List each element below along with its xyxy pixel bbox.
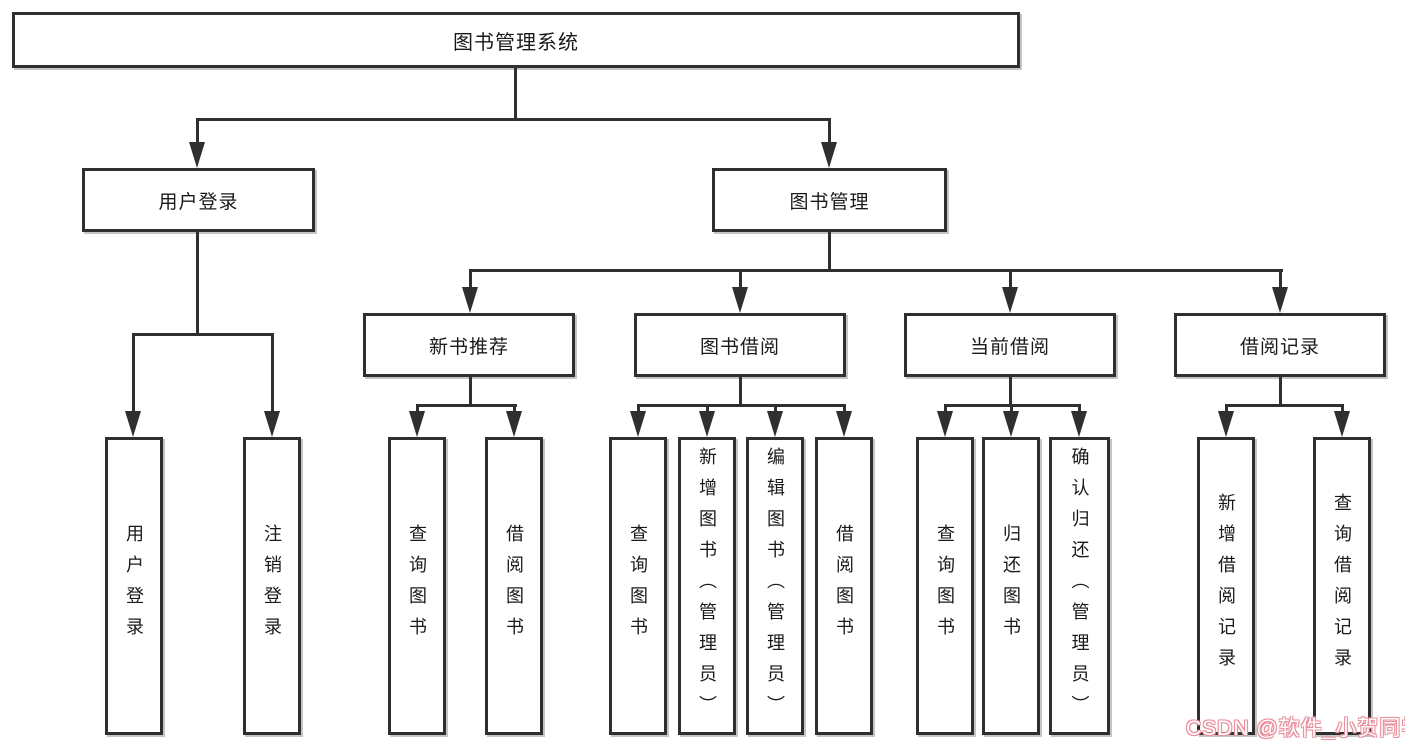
leaf-borrow-books-recommend: 借阅图书 [485,437,543,735]
arrow-down-icon [1003,411,1019,437]
connector-current-drop-2 [1010,404,1013,414]
node-borrowing-records: 借阅记录 [1174,313,1386,377]
connector-bookmgmt-drop-1 [469,269,472,291]
connector-newbook-bus [416,404,517,407]
arrow-down-icon [836,411,852,437]
leaf-query-borrow-record-label: 查询借阅记录 [1332,493,1352,679]
leaf-query-books-current: 查询图书 [916,437,974,735]
leaf-edit-books-admin: 编辑图书（管理员） [746,437,804,735]
connector-bookmgmt-stem [828,232,831,272]
leaf-logout-label: 注销登录 [262,524,282,648]
arrow-down-icon [462,287,478,313]
connector-root-drop-left [196,118,199,146]
connector-borrowing-drop-1 [637,404,640,414]
connector-records-bus [1225,404,1344,407]
connector-bookmgmt-drop-3 [1009,269,1012,291]
node-user-login: 用户登录 [82,168,315,232]
connector-userlogin-bus [132,333,274,336]
leaf-borrow-books-recommend-label: 借阅图书 [504,524,524,648]
leaf-add-borrow-record: 新增借阅记录 [1197,437,1255,735]
connector-bookmgmt-drop-4 [1279,269,1282,291]
connector-bookmgmt-drop-2 [739,269,742,291]
connector-records-drop-2 [1341,404,1344,414]
connector-records-drop-1 [1225,404,1228,414]
leaf-return-books-label: 归还图书 [1001,524,1021,648]
connector-userlogin-stem [196,232,199,336]
arrow-down-icon [409,411,425,437]
connector-root-bus [196,118,831,121]
node-new-book-recommend-label: 新书推荐 [428,336,509,358]
arrow-down-icon [264,411,280,437]
leaf-query-borrow-record: 查询借阅记录 [1313,437,1371,735]
connector-root-drop-right [828,118,831,146]
arrow-down-icon [699,411,715,437]
leaf-borrow-books-label: 借阅图书 [834,524,854,648]
node-user-login-label: 用户登录 [158,191,239,213]
connector-userlogin-drop-1 [132,333,135,413]
leaf-add-borrow-record-label: 新增借阅记录 [1216,493,1236,679]
leaf-edit-books-admin-label: 编辑图书（管理员） [765,446,785,726]
connector-borrowing-stem [739,377,742,407]
connector-borrowing-drop-4 [843,404,846,414]
arrow-down-icon [1272,287,1288,313]
connector-newbook-drop-2 [513,404,516,414]
leaf-user-login-label: 用户登录 [124,524,144,648]
arrow-down-icon [937,411,953,437]
node-book-management-label: 图书管理 [789,191,870,213]
arrow-down-icon [125,411,141,437]
arrow-down-icon [767,411,783,437]
arrow-down-icon [1218,411,1234,437]
connector-userlogin-drop-2 [271,333,274,413]
connector-current-stem [1009,377,1012,407]
leaf-add-books-admin: 新增图书（管理员） [678,437,736,735]
node-current-borrowing: 当前借阅 [904,313,1116,377]
connector-current-drop-3 [1078,404,1081,414]
leaf-query-books-recommend: 查询图书 [388,437,446,735]
node-root-label: 图书管理系统 [453,31,579,54]
node-borrowing-records-label: 借阅记录 [1239,336,1320,358]
leaf-return-books: 归还图书 [982,437,1040,735]
leaf-confirm-return-admin-label: 确认归还（管理员） [1069,446,1090,726]
arrow-down-icon [630,411,646,437]
arrow-down-icon [189,142,205,168]
connector-borrowing-drop-2 [706,404,709,414]
node-new-book-recommend: 新书推荐 [363,313,575,377]
leaf-query-books-borrowing-label: 查询图书 [628,524,648,648]
node-current-borrowing-label: 当前借阅 [969,336,1050,358]
leaf-query-books-borrowing: 查询图书 [609,437,667,735]
arrow-down-icon [1002,287,1018,313]
connector-borrowing-bus [637,404,846,407]
node-book-borrowing-label: 图书借阅 [699,336,780,358]
arrow-down-icon [1071,411,1087,437]
leaf-borrow-books: 借阅图书 [815,437,873,735]
leaf-query-books-recommend-label: 查询图书 [407,524,427,648]
arrow-down-icon [732,287,748,313]
arrow-down-icon [1334,411,1350,437]
arrow-down-icon [506,411,522,437]
connector-newbook-stem [469,377,472,407]
leaf-logout: 注销登录 [243,437,301,735]
node-book-borrowing: 图书借阅 [634,313,846,377]
arrow-down-icon [821,142,837,168]
node-book-management: 图书管理 [712,168,947,232]
connector-newbook-drop-1 [416,404,419,414]
node-root: 图书管理系统 [12,12,1020,68]
connector-current-drop-1 [944,404,947,414]
leaf-confirm-return-admin: 确认归还（管理员） [1049,437,1110,735]
connector-bookmgmt-bus [469,269,1283,272]
connector-borrowing-drop-3 [774,404,777,414]
leaf-user-login: 用户登录 [105,437,163,735]
watermark: CSDN @软件_小贺同学 [1186,717,1405,740]
leaf-query-books-current-label: 查询图书 [935,524,955,648]
connector-records-stem [1279,377,1282,407]
leaf-add-books-admin-label: 新增图书（管理员） [697,446,717,726]
connector-root-stem [514,67,517,119]
